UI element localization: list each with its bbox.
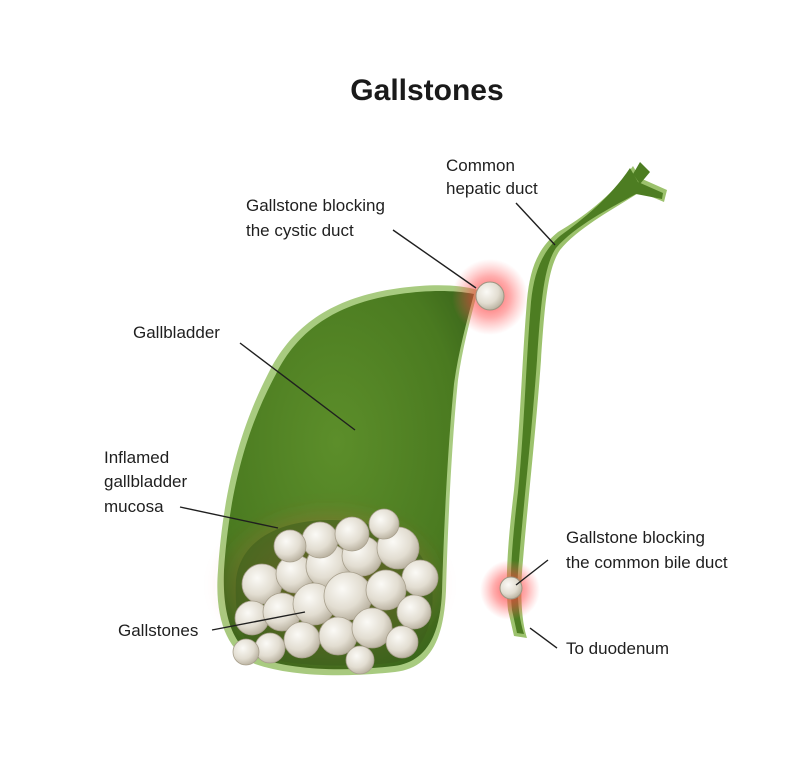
- leader-line: [392, 229, 477, 289]
- label-cystic-duct-blockage: Gallstone blocking the cystic duct: [246, 196, 477, 289]
- gallstone: [273, 529, 307, 563]
- label-inflamed-mucosa: Inflamed gallbladder mucosa: [104, 448, 279, 529]
- gallstone: [334, 516, 370, 552]
- common-bile-duct-stone: [499, 576, 523, 600]
- cystic-duct-blockage: [452, 259, 528, 335]
- gallstone: [345, 645, 375, 675]
- cystic-duct-stone: [475, 281, 505, 311]
- svg-text:Gallstone blocking: Gallstone blocking: [246, 196, 385, 215]
- leader-line: [211, 611, 306, 631]
- gallstone: [254, 632, 286, 664]
- svg-text:the common bile duct: the common bile duct: [566, 553, 728, 572]
- svg-text:Gallbladder: Gallbladder: [133, 323, 220, 342]
- label-to-duodenum: To duodenum: [529, 627, 669, 658]
- label-common-bile-duct-blockage: Gallstone blocking the common bile duct: [515, 528, 728, 586]
- label-gallbladder: Gallbladder: [133, 323, 356, 431]
- gallstone: [401, 559, 439, 597]
- gallstone: [385, 625, 419, 659]
- label-common-hepatic-duct: Common hepatic duct: [446, 156, 556, 246]
- svg-text:hepatic duct: hepatic duct: [446, 179, 538, 198]
- gallstone: [365, 569, 407, 611]
- svg-text:To duodenum: To duodenum: [566, 639, 669, 658]
- bile-duct: [506, 162, 667, 638]
- leader-line: [239, 342, 356, 431]
- page-title: Gallstones: [350, 74, 503, 107]
- gallstone: [301, 521, 339, 559]
- leader-line: [515, 202, 556, 246]
- gallstone: [283, 621, 321, 659]
- common-bile-duct-blockage: [480, 560, 540, 620]
- leader-line: [179, 506, 279, 529]
- svg-text:Common: Common: [446, 156, 515, 175]
- leader-line: [529, 627, 558, 649]
- svg-text:Inflamed: Inflamed: [104, 448, 169, 467]
- svg-text:Gallstones: Gallstones: [118, 621, 198, 640]
- gallstone: [232, 638, 260, 666]
- label-gallstones: Gallstones: [118, 611, 306, 640]
- gallstone: [368, 508, 400, 540]
- svg-text:mucosa: mucosa: [104, 497, 164, 516]
- gallstone: [351, 607, 393, 649]
- gallstone: [396, 594, 432, 630]
- svg-text:the cystic duct: the cystic duct: [246, 221, 354, 240]
- gallstones-cluster: [232, 508, 439, 675]
- leader-line: [515, 559, 549, 586]
- svg-text:Gallstone blocking: Gallstone blocking: [566, 528, 705, 547]
- svg-text:gallbladder: gallbladder: [104, 472, 188, 491]
